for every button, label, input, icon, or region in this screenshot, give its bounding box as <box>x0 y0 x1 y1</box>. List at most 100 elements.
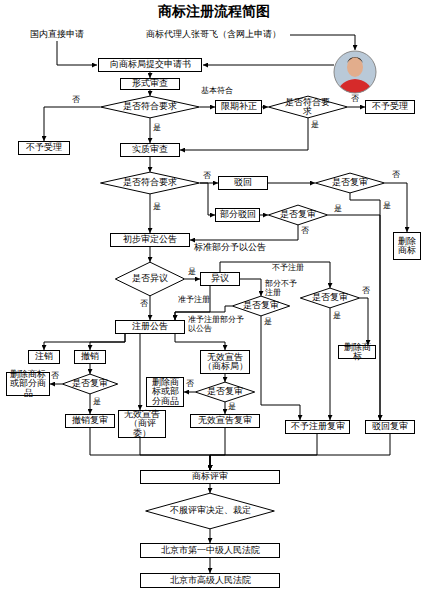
node-label: 北京市高级人民法院 <box>170 576 251 585</box>
diamond-shape <box>101 96 200 118</box>
decision-diamond: 是否复审 <box>195 382 255 402</box>
diamond-shape <box>195 382 254 402</box>
diagram-title: 商标注册流程简图 <box>0 3 427 21</box>
decision-diamond: 是否复审 <box>315 173 385 193</box>
connector <box>210 434 317 470</box>
process-box: 撤销 <box>74 350 106 364</box>
edge-label: 否 <box>362 287 370 296</box>
connector <box>240 279 261 296</box>
connector <box>185 279 200 280</box>
decision-diamond: 是否异议 <box>115 262 185 296</box>
edge-label: 是 <box>188 268 196 277</box>
decision-diamond: 是否符合要求 <box>268 96 348 118</box>
diamond-shape <box>300 288 359 308</box>
process-box: 不予注册复审 <box>285 420 350 434</box>
connector <box>180 118 308 150</box>
connector <box>328 215 380 420</box>
node-label: 北京市第一中级人民法院 <box>161 546 260 555</box>
node-label: 不予注册复审 <box>291 422 345 431</box>
decision-diamond: 是否复审 <box>300 288 360 308</box>
process-box: 无效宣告（商评委） <box>118 410 166 438</box>
edge-label: 部分不予注册 <box>265 280 299 298</box>
node-label: 是否复审 <box>332 178 368 187</box>
node-label: 删除商标或部分商品 <box>8 370 48 398</box>
node-label: 异议 <box>211 274 229 283</box>
edge-label: 基本符合 <box>201 87 233 96</box>
connector <box>150 247 151 262</box>
edge-label: 否 <box>351 95 359 104</box>
connector <box>210 484 211 493</box>
connector <box>44 107 100 141</box>
annotation-label: 国内直接申请 <box>30 30 84 39</box>
node-label: 形式审查 <box>132 79 168 88</box>
process-box: 北京市高级人民法院 <box>140 573 280 588</box>
agent-photo <box>334 51 376 95</box>
node-label: 驳回复审 <box>372 422 408 431</box>
connector <box>350 193 380 420</box>
node-label: 注销 <box>35 352 53 361</box>
node-label: 不予受理 <box>26 143 62 152</box>
node-label: 实质审查 <box>132 145 168 154</box>
connector <box>210 428 225 470</box>
node-label: 无效宣告复审 <box>198 416 252 425</box>
node-label: 是否复审 <box>312 293 348 302</box>
node-label: 是否符合要求 <box>123 178 177 187</box>
diamond-shape <box>62 374 117 394</box>
connector <box>190 225 298 240</box>
edge-label: 是 <box>334 205 342 214</box>
edge-label: 否 <box>186 380 194 389</box>
node-label: 是否复审 <box>207 387 243 396</box>
input-arrow <box>203 65 334 66</box>
process-box: 不予受理 <box>365 100 415 114</box>
decision-diamond: 是否符合要求 <box>100 96 200 118</box>
process-box: 北京市第一中级人民法院 <box>140 543 280 558</box>
edge-label: 准予注册部分予以公告 <box>188 316 244 334</box>
diamond-shape <box>115 262 184 296</box>
annotation-label: 标准部分予以公告 <box>194 243 266 252</box>
node-label: 无效宣告（商标局） <box>202 353 248 372</box>
process-box: 部分驳回 <box>215 208 260 222</box>
diamond-shape <box>268 96 347 118</box>
annotation-label: 商标代理人张哥飞（含网上申请） <box>146 30 281 39</box>
node-label: 限期补正 <box>221 102 257 111</box>
edge-label: 是 <box>153 124 161 133</box>
diamond-shape <box>268 205 327 225</box>
process-box: 限期补正 <box>215 100 262 114</box>
process-box: 实质审查 <box>120 143 180 157</box>
process-box: 向商标局提交申请书 <box>98 58 202 72</box>
diamond-shape <box>146 493 275 529</box>
diamond-shape <box>315 173 384 193</box>
input-arrow <box>290 35 355 50</box>
decision-diamond: 是否符合要求 <box>100 172 200 194</box>
process-box: 不予受理 <box>18 141 70 155</box>
node-label: 驳回 <box>234 178 252 187</box>
diamond-shape <box>101 172 200 194</box>
decision-diamond: 不服评审决定、裁定 <box>145 493 275 529</box>
connector <box>90 364 91 374</box>
decision-diamond: 是否复审 <box>268 205 328 225</box>
connector <box>348 107 365 108</box>
edge-label: 不予注册 <box>272 264 304 273</box>
edge-label: 否 <box>72 96 80 105</box>
connector <box>150 296 151 320</box>
node-label: 注册公告 <box>132 322 168 331</box>
connector <box>150 157 151 172</box>
decision-diamond: 是否复审 <box>62 374 118 394</box>
edge-label: 准予注册 <box>178 296 210 305</box>
edge-label: 否 <box>392 171 400 180</box>
process-box: 删除商标 <box>393 232 421 260</box>
node-label: 删除商标 <box>340 343 374 362</box>
connector <box>210 529 211 543</box>
edge-label: 否 <box>51 372 59 381</box>
edge-label: 是 <box>333 312 341 321</box>
connector <box>330 308 331 420</box>
process-box: 删除商标或部分商品 <box>6 372 50 396</box>
edge-label: 是 <box>228 403 236 412</box>
edge-label: 是 <box>383 202 391 211</box>
node-label: 删除商标或部分商品 <box>148 378 182 406</box>
node-label: 商标评审 <box>192 472 228 481</box>
input-arrow <box>57 41 97 65</box>
connector <box>210 558 211 573</box>
edge-label: 是 <box>264 318 272 327</box>
